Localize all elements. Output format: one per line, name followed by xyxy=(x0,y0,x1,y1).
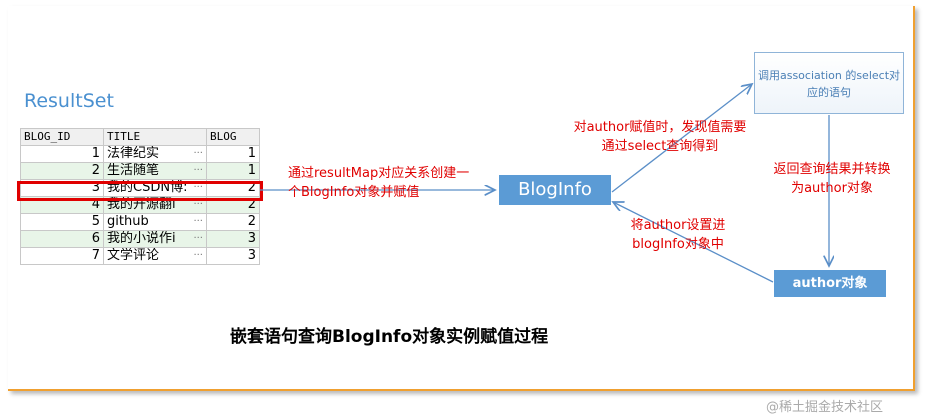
map-note: 通过resultMap对应关系创建一个BlogInfo对象并赋值 xyxy=(288,166,470,200)
cell-title: 法律纪实 ··· xyxy=(103,145,207,163)
cell-blog: 3 xyxy=(206,247,260,265)
set-note: 将author设置进blogInfo对象中 xyxy=(630,218,726,252)
assign-note: 对author赋值时，发现值需要通过select查询得到 xyxy=(573,120,747,154)
ellipsis-icon: ··· xyxy=(193,199,203,210)
cell-title: 我的小说作i ··· xyxy=(103,230,207,248)
ellipsis-icon: ··· xyxy=(193,165,203,176)
cell-id: 7 xyxy=(20,247,104,265)
title-text: 我的CSDN博: xyxy=(107,180,188,196)
ellipsis-icon: ··· xyxy=(193,233,203,244)
association-select-box: 调用association 的select对应的语句 xyxy=(754,52,904,114)
diagram-title: 嵌套语句查询BlogInfo对象实例赋值过程 xyxy=(230,327,549,347)
cell-title: 文学评论 ··· xyxy=(103,247,207,265)
return-note: 返回查询结果并转换为author对象 xyxy=(773,162,891,196)
cell-blog: 1 xyxy=(206,162,260,180)
ellipsis-icon: ··· xyxy=(193,148,203,159)
arrow-bloginfo-to-assoc xyxy=(611,84,752,193)
title-text: 法律纪实 xyxy=(107,146,160,162)
title-text: 我的开源翻i xyxy=(107,197,176,213)
col-header: BLOG_ID xyxy=(20,128,104,146)
author-box: author对象 xyxy=(774,270,886,297)
cell-blog: 3 xyxy=(206,230,260,248)
cell-id: 2 xyxy=(20,162,104,180)
resultset-label: ResultSet xyxy=(24,90,114,112)
cell-title: 生活随笔 ··· xyxy=(103,162,207,180)
title-text: 我的小说作i xyxy=(107,231,176,247)
highlight-row-box xyxy=(17,181,263,201)
page-frame xyxy=(8,6,915,391)
title-text: github xyxy=(107,214,149,230)
bloginfo-box: BlogInfo xyxy=(499,175,611,205)
ellipsis-icon: ··· xyxy=(193,182,203,193)
arrow-author-to-bloginfo xyxy=(613,202,774,283)
title-text: 文学评论 xyxy=(107,248,160,264)
ellipsis-icon: ··· xyxy=(193,216,203,227)
ellipsis-icon: ··· xyxy=(193,250,203,261)
title-text: 生活随笔 xyxy=(107,163,160,179)
watermark: @稀土掘金技术社区 xyxy=(766,400,884,415)
